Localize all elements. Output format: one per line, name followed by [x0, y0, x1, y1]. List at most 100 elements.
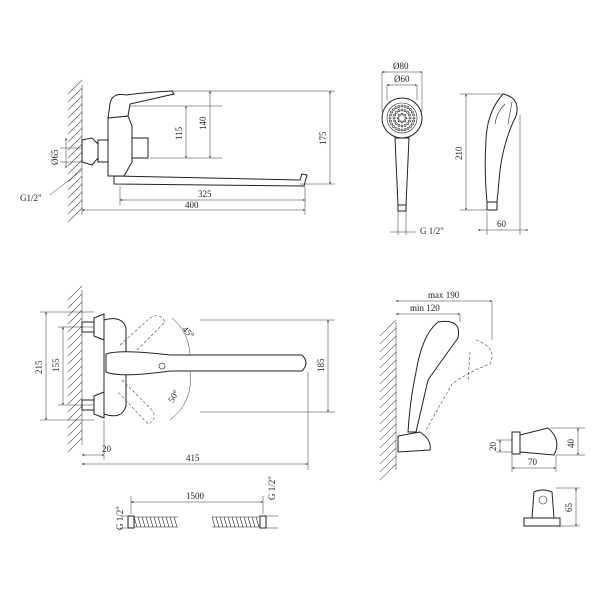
hatch-line	[379, 327, 397, 345]
hatch-line	[67, 87, 83, 103]
hatch-line	[379, 351, 397, 369]
dim-g12-shower: G 1/2"	[420, 226, 444, 236]
nozzle-dot	[403, 128, 407, 131]
hatch-line	[67, 333, 83, 349]
shower-handle-front	[394, 137, 410, 206]
hatch-line	[133, 516, 138, 528]
shower-head-side-view: 210 60	[454, 93, 529, 235]
hatch-line	[255, 516, 260, 528]
mixer-body	[107, 115, 133, 177]
hatch-line	[379, 447, 397, 465]
body-cap	[131, 137, 149, 159]
nozzle-dot	[403, 113, 407, 117]
hatch-line	[67, 183, 83, 199]
hatch-line	[67, 199, 83, 215]
nozzle-dot	[403, 119, 407, 123]
hatch-line	[161, 516, 166, 528]
nozzle-dot	[400, 124, 404, 128]
top-spout	[105, 351, 307, 376]
hatch-line	[67, 151, 83, 167]
shower-handle-side	[484, 93, 518, 203]
holder-base-plate	[511, 431, 521, 455]
hatch-line	[379, 343, 397, 361]
dim-h20: 20	[488, 442, 498, 452]
nozzle-dot	[397, 109, 401, 112]
hatch-line	[67, 349, 83, 365]
nozzle-dot	[388, 116, 392, 120]
nozzle-dot	[397, 119, 401, 123]
dim-w60: 60	[497, 219, 507, 229]
nozzle-dot	[397, 124, 401, 127]
nozzle-dot	[406, 111, 409, 114]
holder-clip	[519, 427, 558, 456]
nozzle-dot	[406, 106, 410, 109]
hatch-line	[67, 437, 83, 453]
nozzle-dot	[400, 104, 404, 108]
dim-h155: 155	[51, 358, 61, 372]
holder-front-base	[523, 517, 561, 527]
dim-w70: 70	[528, 457, 538, 467]
nozzle-dot	[400, 120, 404, 124]
dim-h175: 175	[318, 131, 328, 145]
nozzle-dot	[403, 109, 407, 112]
hatch-line	[157, 516, 162, 528]
nozzle-dot	[393, 119, 396, 123]
dim-w400: 400	[185, 200, 199, 210]
dim-hose-g12-right: G 1/2"	[267, 476, 277, 500]
hatch-line	[247, 516, 252, 528]
nozzle-dot	[389, 119, 392, 123]
nozzle-dot	[394, 106, 398, 109]
nozzle-dot	[408, 113, 411, 117]
hatch-line	[67, 127, 83, 143]
nozzle-dot	[406, 122, 409, 125]
nozzle-dot	[411, 122, 414, 126]
hatch-line	[67, 79, 83, 95]
holder-mount-view: max 190 min 120	[379, 290, 493, 481]
nozzle-dot	[392, 116, 396, 120]
hatch-line	[379, 367, 397, 385]
hatch-line	[67, 175, 83, 191]
dim-w325: 325	[198, 189, 212, 199]
hatch-line	[67, 95, 83, 111]
hatch-line	[149, 516, 154, 528]
hatch-line	[379, 423, 397, 441]
hatch-line	[67, 207, 83, 223]
hatch-line	[165, 516, 170, 528]
hatch-line	[153, 516, 158, 528]
dim-d80: Ø80	[393, 61, 409, 71]
hatch-line	[67, 325, 83, 341]
dim-max-190: max 190	[428, 290, 460, 300]
nozzle-dot	[404, 116, 408, 120]
hatch-line	[379, 415, 397, 433]
nozzle-dot	[403, 105, 407, 108]
hatch-line	[379, 439, 397, 457]
spout-pivot	[158, 362, 166, 370]
hatch-line	[67, 413, 83, 429]
nozzle-dot	[411, 110, 414, 114]
hatch-line	[169, 516, 174, 528]
dim-hose-g12-left: G 1/2"	[115, 506, 125, 530]
nozzle-dot	[395, 122, 398, 125]
hose-nut-right	[259, 515, 267, 529]
dim-h185: 185	[316, 358, 326, 372]
hose-view: 1500 G 1/2" G 1/2"	[115, 476, 278, 530]
hatch-line	[67, 111, 83, 127]
hatch-line	[211, 516, 216, 528]
hatch-line	[67, 143, 83, 159]
angle-50: 50°	[166, 388, 181, 404]
nozzle-dot	[393, 113, 396, 117]
hatch-line	[379, 359, 397, 377]
dim-g12: G1/2"	[20, 193, 42, 203]
wall-hatch-holder	[379, 319, 397, 481]
hatch-line	[145, 516, 150, 528]
holder-detail-view: 20 40 70 65	[488, 427, 585, 527]
hatch-line	[67, 293, 83, 309]
nozzle-dot	[395, 111, 398, 114]
dim-w415: 415	[186, 453, 200, 463]
dim-h65: 65	[564, 503, 574, 513]
hatch-line	[173, 516, 178, 528]
nozzle-dot	[392, 125, 395, 128]
hatch-line	[235, 516, 240, 528]
hatch-line	[67, 301, 83, 317]
